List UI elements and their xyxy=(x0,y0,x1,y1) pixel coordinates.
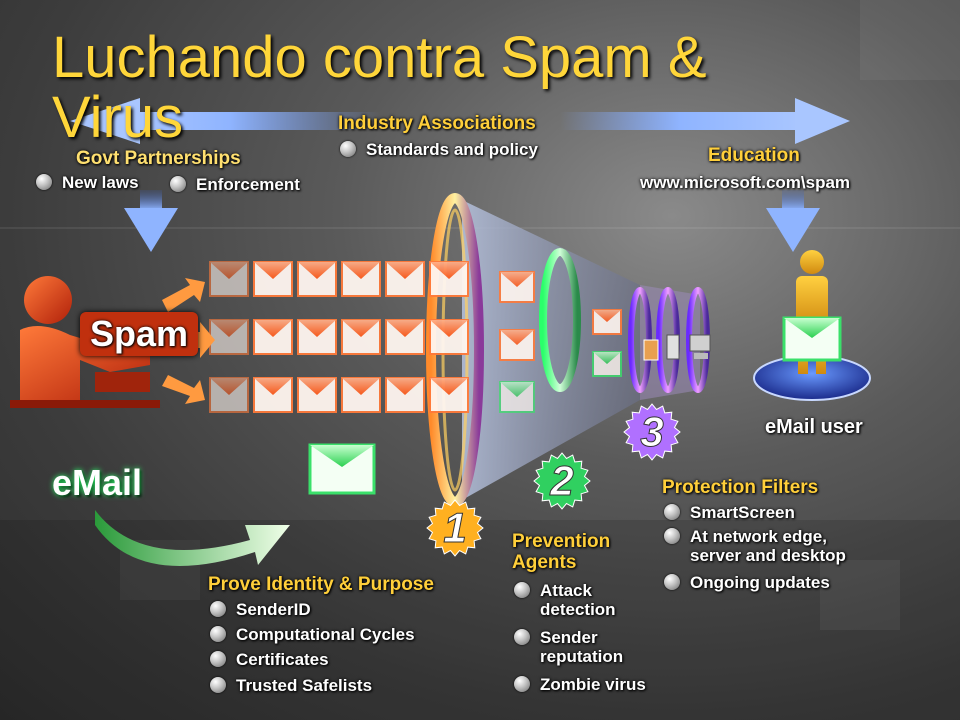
spam-envelope-icon xyxy=(341,319,381,355)
spam-envelopes xyxy=(209,261,622,413)
legit-email-icon xyxy=(308,443,376,495)
stage-3-item: At network edge, server and desktop xyxy=(664,527,846,565)
industry-item: Standards and policy xyxy=(340,140,538,160)
stage-2-item: Zombie virus xyxy=(514,675,646,694)
server-icon xyxy=(666,334,680,360)
bullet-icon xyxy=(170,176,186,192)
stage-2-item: Sender reputation xyxy=(514,628,623,666)
spam-envelope-icon xyxy=(341,261,381,297)
email-user-figure xyxy=(753,250,871,401)
spam-envelope-icon xyxy=(429,319,469,355)
spam-envelope-icon xyxy=(253,261,293,297)
stage-3-item: SmartScreen xyxy=(664,503,795,522)
firewall-icon xyxy=(643,339,659,361)
spam-envelope-icon xyxy=(592,309,622,335)
spam-envelope-icon xyxy=(297,261,337,297)
bullet-icon xyxy=(210,626,226,642)
email-envelope-icon xyxy=(592,351,622,377)
top-arrow-left xyxy=(70,98,380,144)
spam-envelope-icon xyxy=(253,319,293,355)
spam-envelope-icon xyxy=(499,271,535,303)
spam-envelope-icon xyxy=(209,377,249,413)
stage-number: 1 xyxy=(443,504,466,551)
spam-envelope-icon xyxy=(297,377,337,413)
industry-heading: Industry Associations xyxy=(338,113,536,134)
education-heading: Education xyxy=(708,145,800,166)
filter-ring-2 xyxy=(539,248,581,392)
stage-number: 2 xyxy=(549,457,573,504)
spam-envelope-icon xyxy=(385,261,425,297)
stage-1-item: Computational Cycles xyxy=(210,625,415,645)
bullet-icon xyxy=(210,677,226,693)
spam-envelope-icon xyxy=(385,377,425,413)
stage-1-item: Trusted Safelists xyxy=(210,676,372,696)
stage-3-heading: Protection Filters xyxy=(662,477,819,498)
stage-2-heading: Prevention Agents xyxy=(512,531,611,573)
spam-envelope-icon xyxy=(253,377,293,413)
govt-heading: Govt Partnerships xyxy=(76,148,241,169)
stage-2-item: Attack detection xyxy=(514,581,616,619)
bullet-icon xyxy=(210,651,226,667)
spam-envelope-icon xyxy=(499,329,535,361)
spam-envelope-icon xyxy=(209,261,249,297)
spam-envelope-icon xyxy=(385,319,425,355)
bullet-icon xyxy=(664,574,680,590)
bullet-icon xyxy=(514,582,530,598)
bullet-icon xyxy=(36,174,52,190)
top-arrow-right xyxy=(560,98,850,144)
down-arrow-left xyxy=(124,190,178,252)
stage-badge-3: 3 xyxy=(623,403,681,461)
stage-number: 3 xyxy=(640,408,663,455)
bullet-icon xyxy=(664,504,680,520)
down-arrow-right xyxy=(766,190,820,252)
govt-item: New laws xyxy=(36,173,139,193)
bullet-icon xyxy=(664,528,680,544)
spam-envelope-icon xyxy=(341,377,381,413)
spam-label: Spam xyxy=(80,312,199,356)
stage-badge-2: 2 xyxy=(533,452,591,510)
filter-funnel xyxy=(462,200,700,500)
spam-envelope-icon xyxy=(429,377,469,413)
email-user-label: eMail user xyxy=(765,416,863,438)
email-curve-arrow xyxy=(95,510,290,567)
bullet-icon xyxy=(514,676,530,692)
govt-item: Enforcement xyxy=(170,175,300,195)
bullet-icon xyxy=(514,629,530,645)
email-label: eMail xyxy=(52,462,143,503)
spam-envelope-icon xyxy=(297,319,337,355)
desktop-icon xyxy=(689,334,711,359)
stage-3-item: Ongoing updates xyxy=(664,573,830,592)
spammer-figure xyxy=(10,276,160,408)
stage-badge-1: 1 xyxy=(426,499,484,557)
stage-1-item: SenderID xyxy=(210,600,311,620)
email-envelope-icon xyxy=(499,381,535,413)
stage-1-heading: Prove Identity & Purpose xyxy=(208,574,434,595)
stage-1-item: Certificates xyxy=(210,650,329,670)
bullet-icon xyxy=(210,601,226,617)
page-title: Luchando contra Spam & Virus xyxy=(52,25,707,150)
spam-envelope-icon xyxy=(429,261,469,297)
education-url: www.microsoft.com\spam xyxy=(640,173,851,192)
spam-envelope-icon xyxy=(209,319,249,355)
bullet-icon xyxy=(340,141,356,157)
